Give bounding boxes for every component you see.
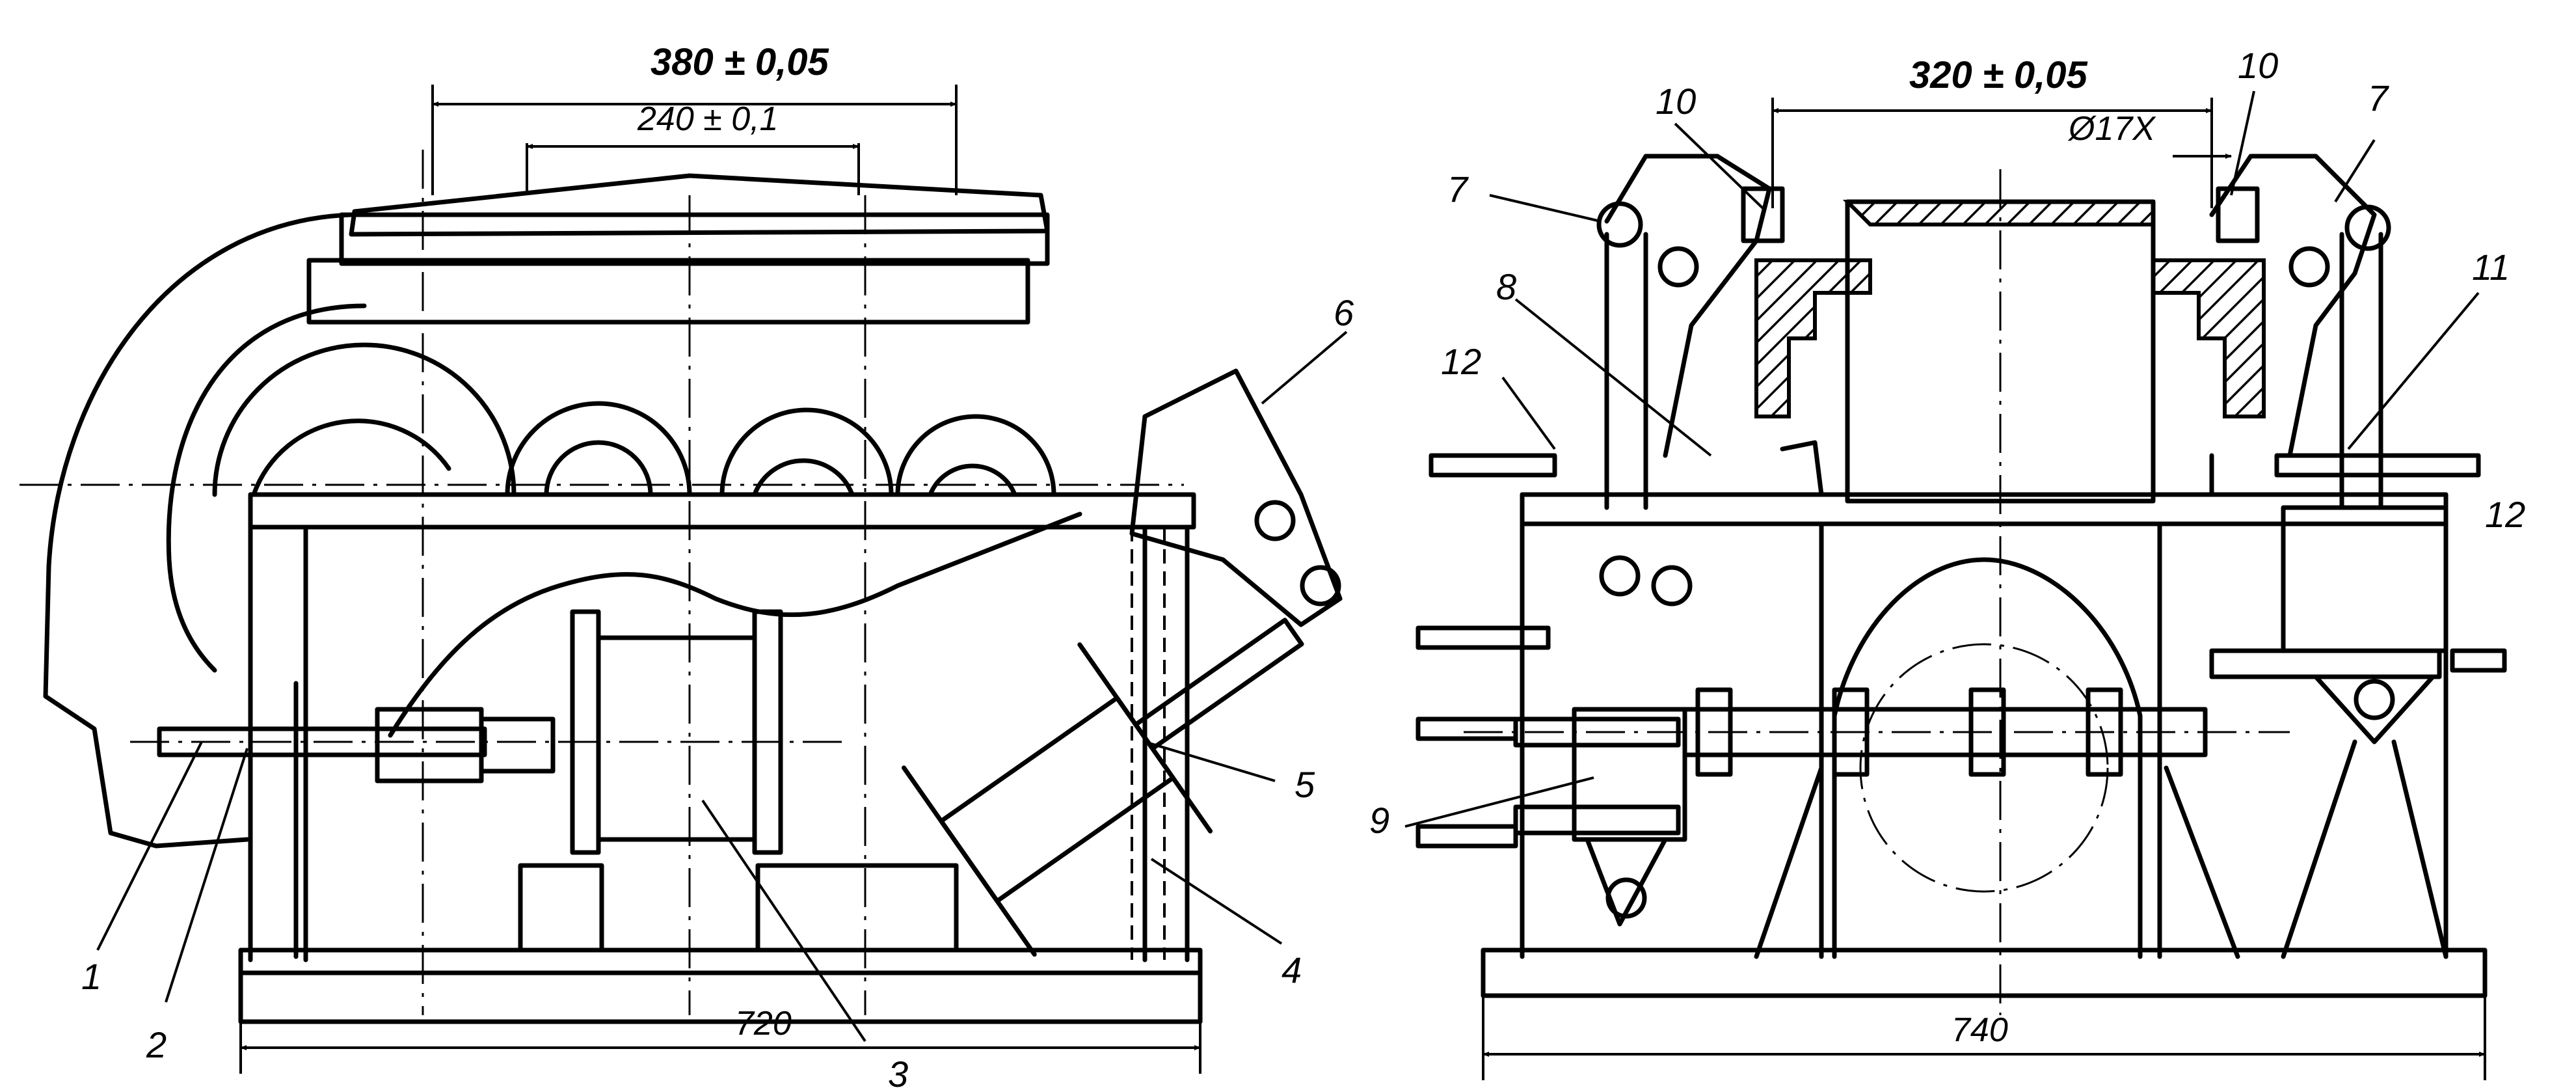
left-view: 380 ± 0,05 240 ± 0,1 720 1 2 3 4 5 6 — [20, 41, 1354, 1090]
frame-top-rail — [248, 492, 1196, 530]
pivot-pin — [2288, 246, 2330, 288]
dim-240: 240 ± 0,1 — [637, 100, 778, 138]
cylinder-9 — [1572, 707, 1687, 842]
leader-line — [1144, 741, 1276, 782]
support-leg — [1754, 765, 2240, 959]
gear-arc-2 — [505, 401, 692, 497]
leader-line — [1489, 194, 1601, 223]
pivot-pin — [1599, 555, 1641, 597]
cylinder-rod — [2209, 648, 2442, 679]
callout-6: 6 — [1334, 292, 1354, 333]
gear-arc-2-inner — [544, 440, 653, 497]
key-10 — [1741, 186, 1785, 243]
callout-4: 4 — [1281, 949, 1302, 990]
leader-line — [1674, 122, 1764, 210]
support-block — [518, 863, 604, 953]
callout-7-right: 7 — [2368, 77, 2389, 118]
housing-inner-arc — [166, 303, 367, 673]
break-line — [388, 511, 1082, 738]
gear-arc-3 — [719, 407, 894, 497]
pneumatic-cylinder-5 — [902, 618, 1304, 957]
clamping-plate — [306, 258, 1030, 325]
pivot-pin — [1657, 246, 1699, 288]
leader-line — [701, 799, 866, 1042]
leader-line — [1501, 376, 1556, 450]
gear-arc-4 — [895, 414, 1056, 497]
callout-3: 3 — [888, 1054, 908, 1090]
callout-10-left: 10 — [1656, 81, 1696, 122]
pivot-pin — [2344, 204, 2391, 251]
pivot — [1300, 565, 1341, 606]
callout-10-right: 10 — [2238, 45, 2278, 86]
key-10 — [2216, 186, 2260, 243]
base-plate — [238, 947, 1203, 1024]
coupling — [479, 716, 556, 774]
pivot-pin — [1605, 877, 1647, 919]
leader-line — [1261, 331, 1348, 405]
clamp-jaw-left — [570, 609, 601, 855]
pivot-pin — [1596, 201, 1643, 248]
callout-9: 9 — [1369, 800, 1389, 841]
cylinder-12-right — [2281, 505, 2449, 653]
callout-12-right: 12 — [2485, 494, 2525, 535]
lever-6 — [1129, 368, 1343, 627]
gear-arc-3-inner — [752, 458, 855, 497]
support-block — [755, 863, 959, 953]
fixture-wall-right — [2151, 258, 2266, 418]
dim-380: 380 ± 0,05 — [651, 41, 829, 83]
pivot-pin — [1651, 565, 1693, 606]
clamp-jaw-right — [752, 609, 783, 855]
fixture-wall-left — [1754, 258, 1872, 418]
support-leg — [2281, 739, 2449, 959]
base-plate — [1481, 947, 2488, 998]
leader-line — [2230, 90, 2255, 196]
leader-line — [165, 748, 248, 1003]
right-view: 320 ± 0,05 Ø17X 740 7 7 8 9 10 10 11 12 … — [1369, 45, 2525, 1080]
gear-arc-4-inner — [928, 463, 1017, 497]
top-plate — [349, 173, 1050, 237]
housing-outline — [43, 212, 354, 849]
cylinder-mount — [2313, 674, 2435, 744]
leader-line — [2334, 139, 2376, 203]
bracket-right — [2209, 154, 2377, 458]
top-plate-lower — [339, 212, 1050, 266]
coupling — [375, 707, 484, 783]
callout-7-left: 7 — [1447, 169, 1469, 210]
dim-740: 740 — [1952, 1011, 2008, 1049]
leader-line — [1150, 858, 1283, 945]
gear-arc-1-inner — [251, 418, 451, 497]
cylinder-rod — [1513, 804, 1681, 836]
dim-320: 320 ± 0,05 — [1909, 54, 2087, 96]
callout-8: 8 — [1496, 266, 1516, 307]
leader-line — [1514, 298, 1712, 457]
bolt-circle — [1859, 643, 2109, 893]
leader-line — [1404, 776, 1594, 828]
rotary-table — [1832, 557, 2143, 959]
gear-arc-1 — [212, 342, 517, 497]
callout-12-left: 12 — [1441, 341, 1481, 382]
cylinder-mount — [1585, 837, 1668, 927]
dim-diameter: Ø17X — [2067, 110, 2156, 148]
dim-720: 720 — [735, 1005, 792, 1042]
callout-1: 1 — [81, 956, 101, 997]
pivot — [1254, 500, 1296, 541]
leader-line — [2347, 292, 2480, 450]
callout-11: 11 — [2472, 247, 2510, 288]
callout-5: 5 — [1295, 764, 1315, 805]
pivot-pin — [2354, 679, 2395, 720]
leader-line — [96, 741, 203, 951]
air-fittings — [1415, 453, 2507, 849]
callout-2: 2 — [146, 1024, 167, 1065]
